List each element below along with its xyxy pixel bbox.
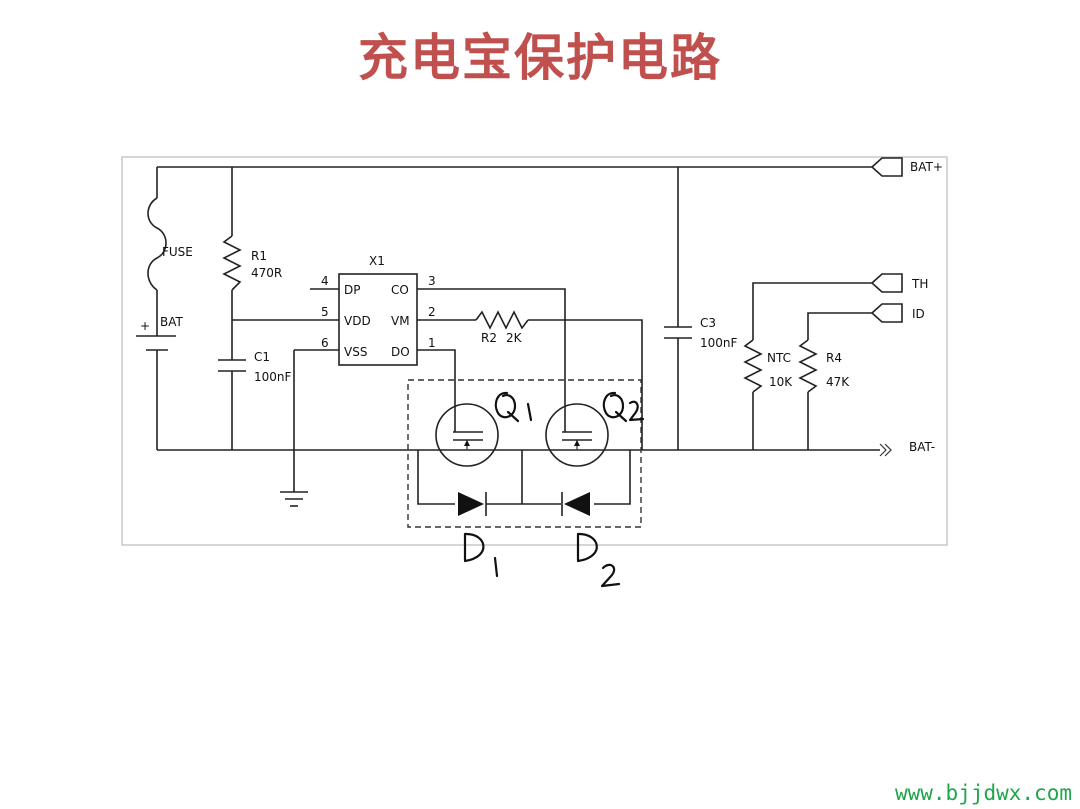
pin1-number: 1 [428, 336, 436, 350]
co-wire [417, 288, 566, 432]
pin-vdd-label: VDD [344, 314, 371, 328]
pin2-number: 2 [428, 305, 436, 319]
bat-plus-terminal-icon [870, 157, 903, 177]
r2-ref-label: R2 [481, 331, 497, 345]
pin6-number: 6 [321, 336, 329, 350]
r4-ref-label: R4 [826, 351, 842, 365]
pin-vss-label: VSS [344, 345, 367, 359]
r4-resistor-icon [798, 339, 818, 393]
fuse-label: FUSE [162, 245, 193, 259]
schematic-frame [121, 156, 948, 546]
d2-handwritten-label [576, 532, 621, 588]
watermark: www.bjjdwx.com [894, 781, 1072, 805]
ntc-value-label: 10K [769, 375, 793, 389]
c3-value-label: 100nF [700, 336, 738, 350]
q2-mosfet-icon [545, 403, 609, 467]
d2-diode-icon [564, 492, 590, 516]
c1-value-label: 100nF [254, 370, 292, 384]
r2-value-label: 2K [506, 331, 523, 345]
pin-vm-label: VM [391, 314, 410, 328]
vm-wire-right [528, 319, 643, 450]
ntc-resistor-icon [743, 339, 763, 393]
r1-value-label: 470R [251, 266, 282, 280]
q1-handwritten-label [494, 391, 533, 423]
q2-arrow-icon [574, 440, 580, 446]
r4-value-label: 47K [826, 375, 850, 389]
q1-mosfet-icon [435, 403, 499, 467]
do-wire [417, 349, 456, 432]
id-wire [807, 312, 872, 340]
q2-handwritten-label [602, 391, 645, 423]
th-wire [752, 282, 872, 340]
d1-handwritten-label [463, 532, 499, 578]
c3-ref-label: C3 [700, 316, 716, 330]
page-title: 充电宝保护电路 [358, 29, 722, 87]
th-label: TH [911, 277, 928, 291]
d1-diode-icon [458, 492, 484, 516]
r2-resistor-icon [475, 310, 529, 330]
id-label: ID [912, 307, 925, 321]
pin-co-label: CO [391, 283, 409, 297]
q1-arrow-icon [464, 440, 470, 446]
th-terminal-icon [870, 273, 903, 293]
c1-ref-label: C1 [254, 350, 270, 364]
bat-minus-terminal-icon [879, 443, 892, 457]
bat-minus-label: BAT- [909, 440, 935, 454]
ic-ref-label: X1 [369, 254, 385, 268]
r1-ref-label: R1 [251, 249, 267, 263]
fuse-icon [147, 197, 167, 291]
diode-branch-left [417, 450, 455, 505]
pin3-number: 3 [428, 274, 436, 288]
ntc-ref-label: NTC [767, 351, 791, 365]
diode-branch-right [594, 450, 631, 505]
pin-do-label: DO [391, 345, 410, 359]
pin-dp-label: DP [344, 283, 360, 297]
id-terminal-icon [870, 303, 903, 323]
pin4-number: 4 [321, 274, 329, 288]
bat-plus-label: BAT+ [910, 160, 943, 174]
battery-label: BAT [160, 315, 184, 329]
battery-plus-sign: + [140, 319, 150, 333]
r1-resistor-icon [222, 235, 242, 291]
pin5-number: 5 [321, 305, 329, 319]
